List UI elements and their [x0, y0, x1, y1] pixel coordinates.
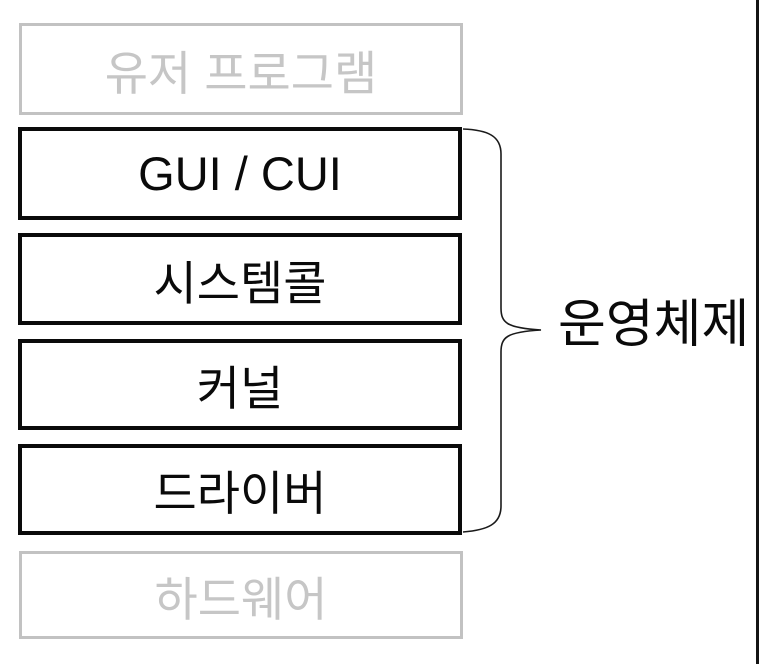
layer-box-gui-cui: GUI / CUI [18, 127, 462, 220]
layer-box-driver: 드라이버 [18, 444, 462, 535]
layer-box-user-program: 유저 프로그램 [19, 23, 463, 115]
screen-right-edge-line [756, 0, 759, 664]
layer-label-system-call: 시스템콜 [153, 256, 327, 310]
layer-box-system-call: 시스템콜 [18, 233, 462, 325]
layer-label-driver: 드라이버 [153, 467, 327, 520]
layer-label-hardware: 하드웨어 [154, 572, 328, 626]
os-group-label: 운영체제 [558, 296, 750, 354]
layer-label-gui-cui: GUI / CUI [138, 147, 342, 200]
layer-label-kernel: 커널 [196, 362, 284, 415]
layer-box-hardware: 하드웨어 [19, 551, 463, 639]
os-group-brace-icon [462, 128, 542, 533]
layer-box-kernel: 커널 [18, 339, 462, 430]
layer-label-user-program: 유저 프로그램 [104, 46, 378, 100]
